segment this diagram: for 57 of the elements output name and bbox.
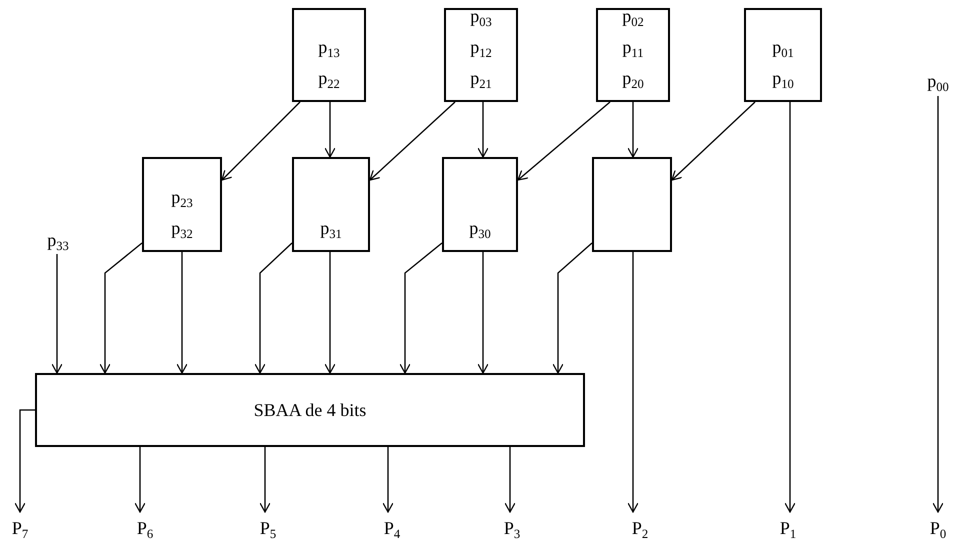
signal-label: p$_{02}$	[622, 5, 644, 31]
arrow	[784, 102, 796, 513]
arrow	[259, 447, 271, 513]
signal-label: P$_{0}$	[930, 516, 946, 542]
arrow	[221, 102, 300, 181]
signal-label: p$_{00}$	[927, 70, 949, 96]
signal-label: p$_{13}$	[318, 36, 340, 62]
arrow	[517, 102, 610, 181]
process-box	[596, 8, 670, 102]
signal-label: p$_{11}$	[622, 36, 644, 62]
signal-label: p$_{31}$	[320, 217, 342, 243]
signal-label: P$_{3}$	[504, 516, 520, 542]
signal-label: p$_{10}$	[772, 67, 794, 93]
process-box	[592, 157, 672, 252]
signal-label: p$_{01}$	[772, 36, 794, 62]
signal-label: p$_{33}$	[47, 228, 69, 254]
arrow	[254, 242, 292, 374]
arrow	[176, 252, 188, 374]
arrow	[504, 447, 516, 513]
adder-box	[35, 373, 585, 447]
signal-label: P$_{5}$	[260, 516, 276, 542]
arrow	[99, 242, 142, 374]
arrow	[932, 96, 944, 513]
arrow	[134, 447, 146, 513]
signal-label: P$_{4}$	[384, 516, 400, 542]
arrow	[477, 252, 489, 374]
process-box	[292, 157, 370, 252]
signal-label: P$_{6}$	[136, 516, 154, 542]
process-box	[442, 157, 518, 252]
arrow	[627, 102, 639, 158]
signal-label: P$_{2}$	[632, 516, 648, 542]
process-box	[142, 157, 222, 252]
process-box	[744, 8, 822, 102]
signal-label: p$_{12}$	[470, 36, 492, 62]
arrow	[627, 252, 639, 513]
signal-label: P$_{1}$	[780, 516, 796, 542]
signal-label: p$_{03}$	[470, 5, 492, 31]
arrow	[51, 254, 63, 374]
process-box	[444, 8, 518, 102]
adder-label: SBAA de 4 bits	[254, 400, 366, 420]
signal-label: p$_{22}$	[318, 67, 340, 93]
arrow	[324, 252, 336, 374]
signal-label: p$_{23}$	[171, 186, 193, 212]
signal-label: p$_{20}$	[622, 67, 644, 93]
arrow	[369, 102, 456, 181]
signal-label: p$_{32}$	[171, 217, 193, 243]
signal-label: p$_{30}$	[469, 217, 491, 243]
arrow	[382, 447, 394, 513]
arrow	[399, 242, 442, 374]
arrow	[671, 102, 756, 181]
arrow	[14, 409, 35, 513]
arrow	[324, 102, 336, 158]
signal-label: P$_{7}$	[12, 516, 28, 542]
arrow	[477, 102, 489, 158]
signal-label: p$_{21}$	[470, 67, 492, 93]
arrow	[552, 242, 592, 374]
process-box	[292, 8, 366, 102]
